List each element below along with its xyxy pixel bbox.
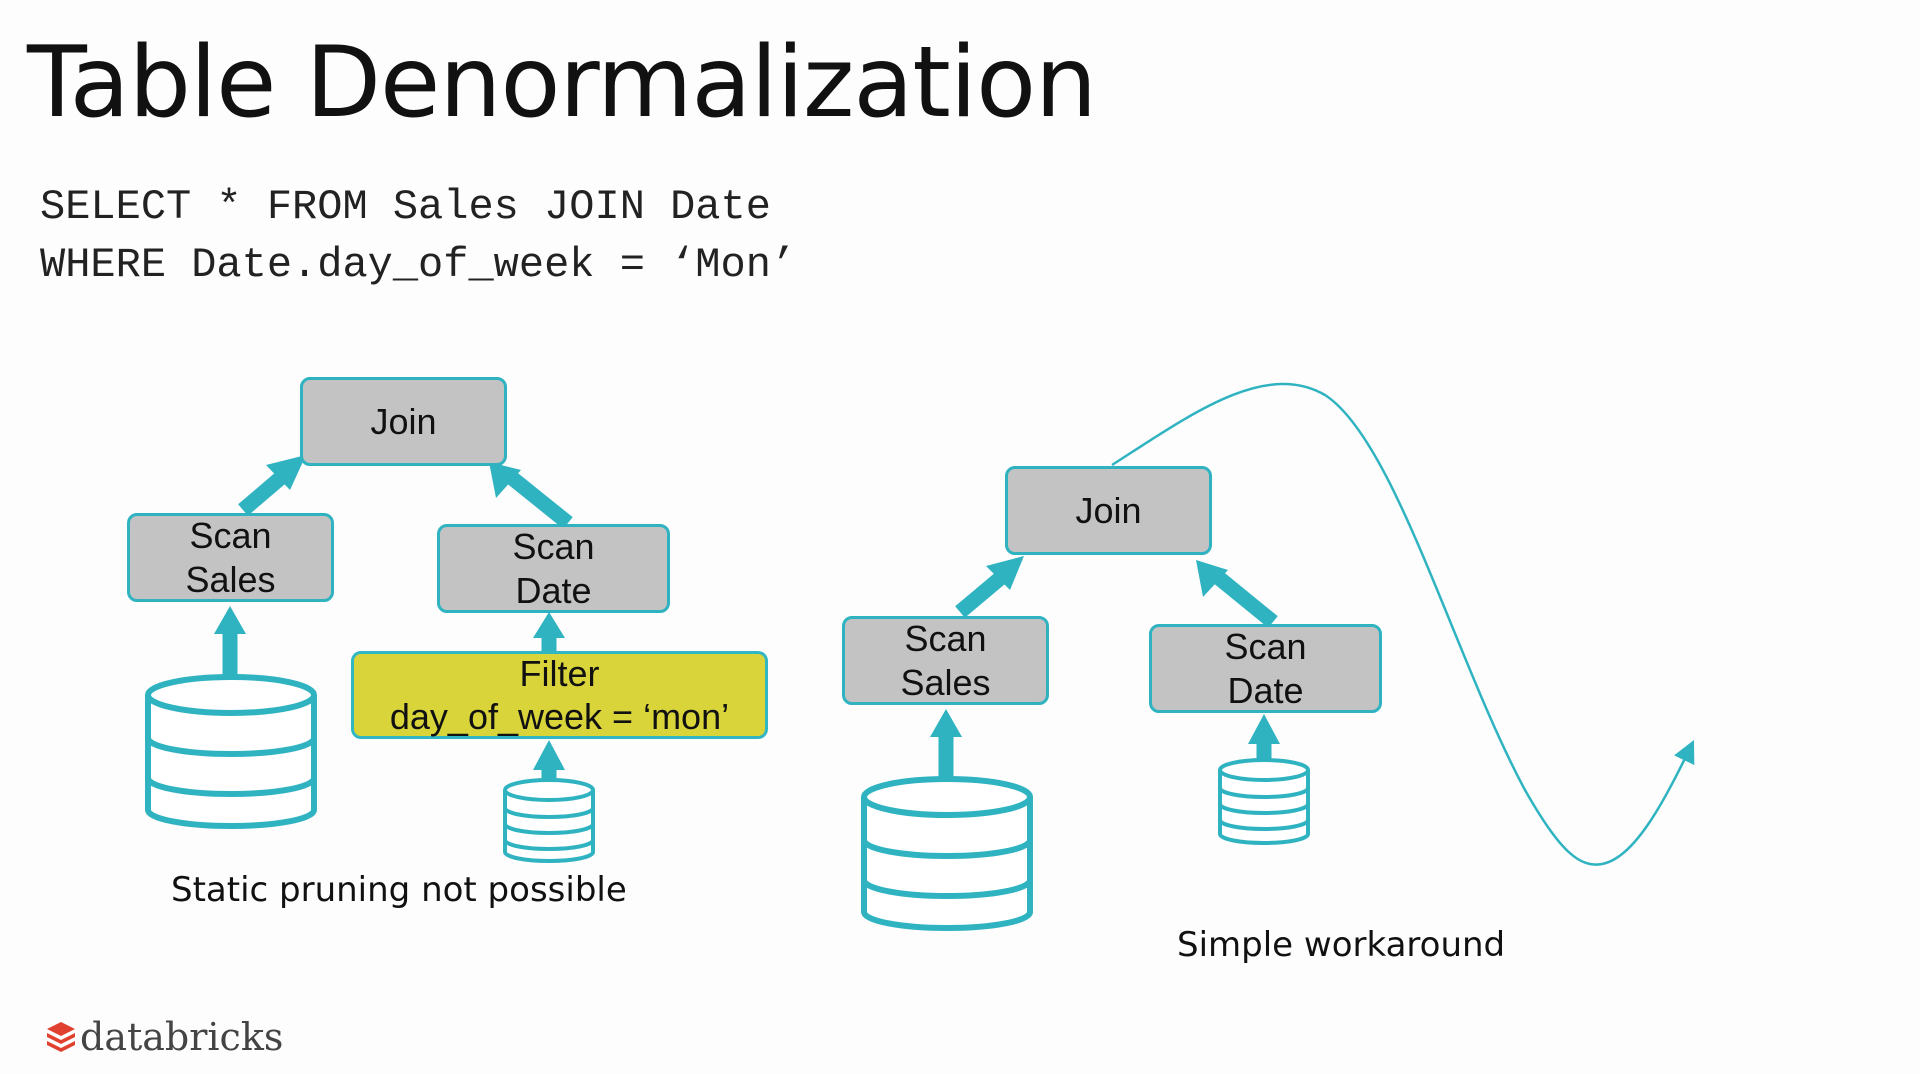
right-scan-date-node: Scan Date	[1149, 624, 1382, 713]
databricks-logo-text: databricks	[80, 1015, 284, 1059]
left-filter-line2: day_of_week = ‘mon’	[389, 696, 730, 737]
arrow-scan-sales-to-join	[238, 455, 306, 516]
arrow-right-scan-sales-to-join	[955, 556, 1024, 618]
arrow-right-date-db-to-scan	[1248, 714, 1280, 763]
left-scan-sales-node: Scan Sales	[127, 513, 334, 602]
databricks-logo-icon	[47, 1022, 75, 1052]
right-scan-date-line2: Date	[1227, 669, 1304, 711]
arrow-right-sales-db-to-scan	[930, 709, 962, 778]
right-join-label: Join	[1075, 489, 1142, 531]
left-scan-sales-line1: Scan	[189, 515, 272, 557]
arrow-right-scan-date-to-join	[1196, 560, 1278, 628]
right-sales-database-icon	[861, 776, 1033, 931]
right-caption: Simple workaround	[1177, 925, 1506, 965]
left-caption: Static pruning not possible	[171, 870, 627, 910]
left-scan-date-line2: Date	[515, 569, 592, 611]
right-scan-sales-line2: Sales	[900, 661, 991, 703]
date-database-icon	[503, 778, 595, 863]
arrow-sales-db-to-scan	[214, 606, 246, 675]
right-join-node: Join	[1005, 466, 1212, 555]
left-filter-node: Filter day_of_week = ‘mon’	[351, 651, 768, 739]
sql-query-line-2: WHERE Date.day_of_week = ‘Mon’	[40, 241, 797, 289]
left-join-label: Join	[370, 400, 437, 442]
left-filter-line1: Filter	[519, 652, 600, 694]
right-scan-date-line1: Scan	[1224, 626, 1307, 668]
left-join-node: Join	[300, 377, 507, 466]
right-scan-sales-node: Scan Sales	[842, 616, 1049, 705]
left-scan-sales-line2: Sales	[185, 558, 276, 600]
page-title: Table Denormalization	[27, 26, 1097, 140]
databricks-logo: databricks	[46, 1015, 283, 1059]
sql-query-line-1: SELECT * FROM Sales JOIN Date	[40, 183, 771, 231]
annotation-curve	[1111, 382, 1695, 866]
right-scan-sales-line1: Scan	[904, 618, 987, 660]
left-scan-date-node: Scan Date	[437, 524, 670, 613]
left-scan-date-line1: Scan	[512, 526, 595, 568]
arrow-scan-date-to-join	[489, 462, 573, 529]
sales-database-icon	[145, 674, 317, 829]
arrow-filter-to-scan-date	[533, 612, 565, 652]
right-date-database-icon	[1218, 758, 1310, 845]
